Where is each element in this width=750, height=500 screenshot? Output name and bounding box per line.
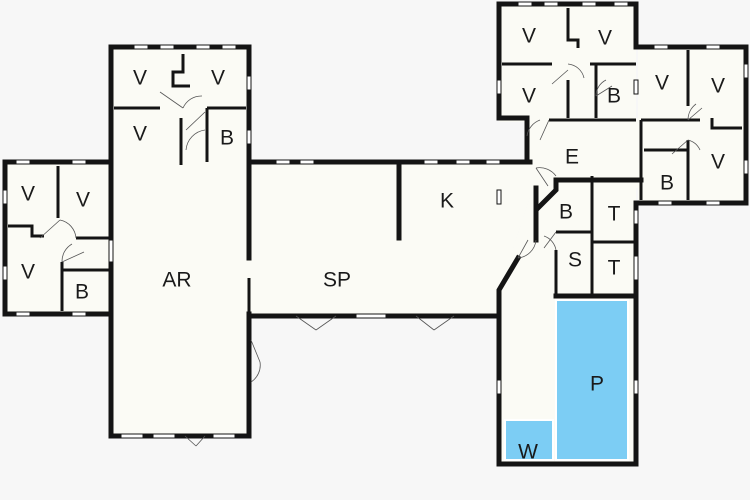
room-label-v4: V	[21, 183, 35, 206]
room-label-w: W	[518, 441, 538, 464]
room-label-t2: T	[608, 257, 621, 280]
door-swings	[39, 63, 703, 447]
room-label-p: P	[590, 373, 604, 396]
pool	[555, 299, 629, 461]
room-label-v10: V	[655, 72, 669, 95]
room-label-ar: AR	[162, 269, 191, 292]
room-label-v7: V	[522, 25, 536, 48]
room-label-v5: V	[76, 189, 90, 212]
room-label-v11: V	[711, 75, 725, 98]
whirlpool	[504, 419, 554, 461]
room-label-v8: V	[598, 27, 612, 50]
room-label-v3: V	[133, 123, 147, 146]
room-label-b5: B	[559, 201, 573, 224]
room-label-sp: SP	[323, 269, 351, 292]
room-label-b2: B	[75, 281, 89, 304]
room-label-v12: V	[711, 151, 725, 174]
walls	[2, 1, 749, 467]
room-label-b1: B	[220, 127, 234, 150]
room-label-s: S	[568, 249, 582, 272]
room-labels: V V V B V V V B AR SP K E V V V B V V V …	[21, 25, 725, 464]
room-label-e: E	[565, 146, 579, 169]
room-label-v2: V	[211, 67, 225, 90]
room-label-b3: B	[607, 85, 621, 108]
room-label-k: K	[440, 190, 454, 213]
room-label-v9: V	[522, 85, 536, 108]
room-label-v1: V	[133, 67, 147, 90]
room-label-v6: V	[21, 261, 35, 284]
pool-area	[504, 299, 629, 461]
room-label-t1: T	[608, 203, 621, 226]
windows	[2, 1, 749, 439]
room-label-b4: B	[660, 172, 674, 195]
